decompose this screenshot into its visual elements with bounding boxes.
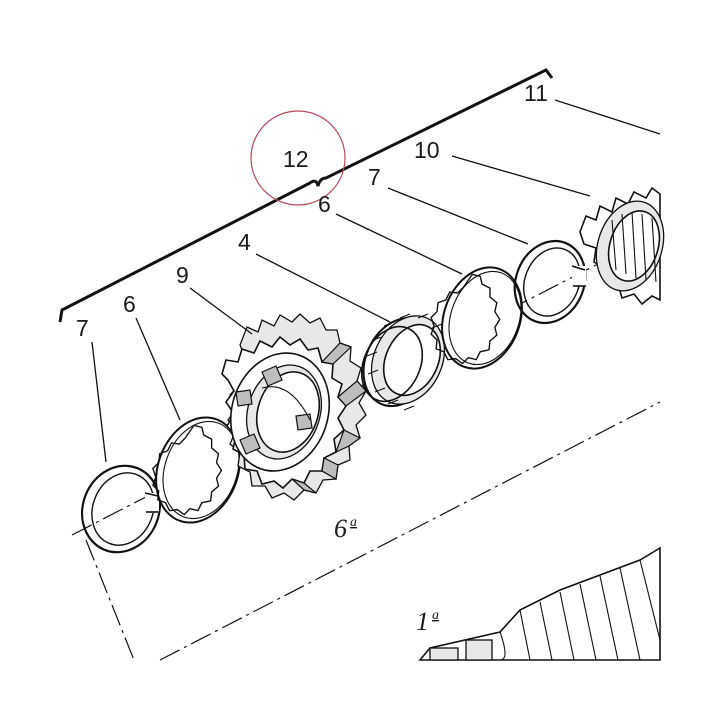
callout-9: 9	[176, 262, 189, 288]
highlight-circle	[250, 110, 346, 206]
part-snap-ring-upper	[513, 239, 587, 325]
leader-9	[189, 287, 253, 335]
leader-6-lower	[135, 317, 181, 421]
gear-label-6th: 6 a	[334, 514, 357, 543]
leader-11	[554, 99, 661, 135]
part-snap-ring-lower	[81, 464, 161, 554]
leader-7-lower	[91, 341, 107, 463]
part-gear-6th	[221, 313, 367, 501]
assembly-bracket	[58, 68, 554, 323]
shaft-axis-connector	[85, 539, 135, 661]
callout-7-lower: 7	[76, 315, 89, 341]
part-gear-right	[579, 186, 665, 306]
svg-text:1: 1	[416, 607, 429, 636]
leader-4	[255, 253, 391, 323]
callout-4: 4	[238, 229, 251, 255]
shaft-axis-lower	[159, 401, 661, 661]
leader-7-upper	[387, 187, 529, 245]
callout-6-upper: 6	[318, 191, 331, 217]
callout-7-upper: 7	[368, 164, 381, 190]
part-needle-bearing	[360, 313, 446, 411]
svg-text:6: 6	[334, 514, 347, 543]
callout-10: 10	[414, 137, 440, 163]
part-shaft-1st	[418, 546, 661, 661]
svg-text:a: a	[432, 608, 439, 623]
part-thrust-washer-lower	[152, 416, 241, 524]
callout-11: 11	[524, 80, 548, 106]
leader-6-upper	[335, 213, 463, 275]
gear-label-1st: 1 a	[416, 607, 439, 636]
part-thrust-washer-upper	[430, 266, 523, 370]
leader-10	[451, 155, 591, 197]
callout-12: 12	[283, 146, 309, 172]
svg-text:a: a	[350, 515, 357, 530]
callout-6-lower: 6	[123, 291, 136, 317]
